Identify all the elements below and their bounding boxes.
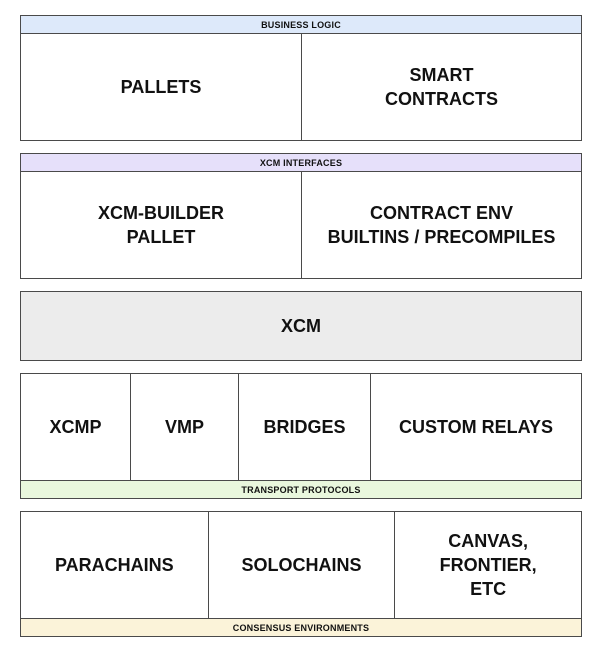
xcm-interfaces-layer: XCM INTERFACES XCM-BUILDER PALLET CONTRA…: [20, 153, 582, 279]
xcm-builder-pallet-box: XCM-BUILDER PALLET: [98, 203, 224, 247]
bridges-box: BRIDGES: [238, 374, 370, 480]
business-logic-header: BUSINESS LOGIC: [21, 16, 581, 34]
transport-protocols-footer: TRANSPORT PROTOCOLS: [21, 480, 581, 498]
xcm-box: XCM: [281, 316, 321, 336]
consensus-environments-cells: PARACHAINS SOLOCHAINS CANVAS, FRONTIER, …: [21, 512, 581, 618]
business-logic-layer: BUSINESS LOGIC PALLETS SMART CONTRACTS: [20, 15, 582, 141]
xcm-interfaces-header: XCM INTERFACES: [21, 154, 581, 172]
custom-relays-box: CUSTOM RELAYS: [370, 374, 581, 480]
parachains-box: PARACHAINS: [54, 555, 174, 575]
vmp-box: VMP: [130, 374, 238, 480]
business-logic-cells: PALLETS SMART CONTRACTS: [21, 34, 581, 140]
pallets-box: PALLETS: [120, 77, 202, 97]
contract-env-builtins-box: CONTRACT ENV BUILTINS / PRECOMPILES: [301, 172, 581, 278]
transport-protocols-cells: XCMP VMP BRIDGES CUSTOM RELAYS: [21, 374, 581, 480]
xcmp-box: XCMP: [49, 417, 102, 437]
transport-protocols-layer: XCMP VMP BRIDGES CUSTOM RELAYS TRANSPORT…: [20, 373, 582, 499]
xcm-layer: XCM: [20, 291, 582, 361]
xcm-cells: XCM: [21, 292, 581, 360]
consensus-environments-footer: CONSENSUS ENVIRONMENTS: [21, 618, 581, 636]
solochains-box: SOLOCHAINS: [207, 512, 395, 618]
canvas-frontier-etc-box: CANVAS, FRONTIER, ETC: [394, 512, 581, 618]
consensus-environments-layer: PARACHAINS SOLOCHAINS CANVAS, FRONTIER, …: [20, 511, 582, 637]
xcm-interfaces-cells: XCM-BUILDER PALLET CONTRACT ENV BUILTINS…: [21, 172, 581, 278]
smart-contracts-box: SMART CONTRACTS: [301, 34, 581, 140]
